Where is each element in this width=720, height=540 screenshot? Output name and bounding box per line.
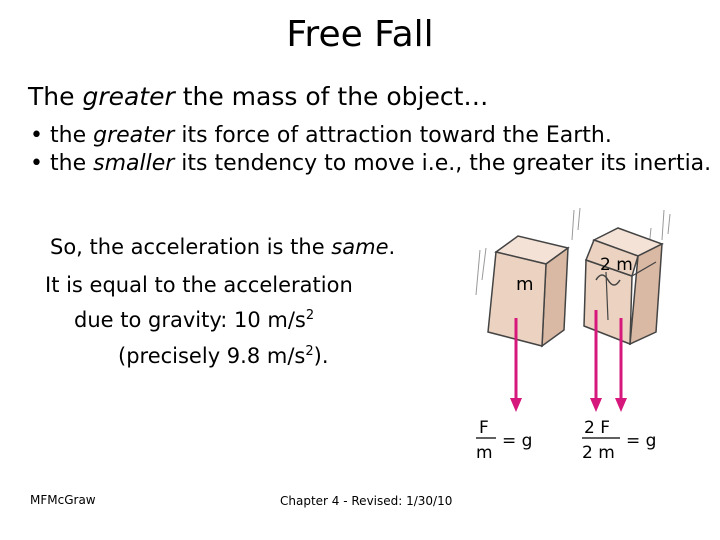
large-block-label: 2 m: [600, 255, 633, 275]
eq-left-rhs: = g: [502, 431, 532, 451]
bullet-suffix: its force of attraction toward the Earth…: [174, 123, 612, 148]
bullet-emphasis: greater: [93, 123, 175, 148]
conclusion-close: ).: [313, 344, 329, 368]
exponent: 2: [305, 344, 314, 359]
conclusion-precise-text: (precisely 9.8 m/s: [118, 344, 306, 368]
bullet-item-force: the greater its force of attraction towa…: [30, 122, 720, 150]
bullet-emphasis: smaller: [93, 151, 175, 176]
equation-left: F m = g: [476, 418, 532, 463]
conclusion-prefix: So, the acceleration is the: [50, 235, 332, 259]
bullet-prefix: the: [50, 123, 94, 148]
intro-suffix: the mass of the object…: [174, 82, 489, 111]
intro-prefix: The: [28, 82, 83, 111]
bullet-list: the greater its force of attraction towa…: [30, 122, 720, 178]
eq-right-rhs: = g: [626, 431, 656, 451]
eq-left-numerator: F: [479, 418, 489, 438]
force-arrows: [510, 310, 627, 412]
small-block: m: [487, 235, 570, 348]
eq-right-denominator: 2 m: [582, 443, 615, 463]
intro-emphasis: greater: [82, 82, 175, 111]
footer-chapter: Chapter 4 - Revised: 1/30/10: [280, 494, 453, 508]
eq-left-denominator: m: [476, 443, 493, 463]
conclusion-emphasis: same: [331, 235, 389, 259]
falling-blocks-figure: m 2 m F m = g 2 F 2 m = g: [475, 207, 671, 463]
eq-right-numerator: 2 F: [584, 418, 610, 438]
conclusion-line-4: (precisely 9.8 m/s2).: [118, 344, 329, 368]
equation-right: 2 F 2 m = g: [582, 418, 656, 463]
conclusion-gravity-text: due to gravity: 10 m/s: [74, 308, 306, 332]
bullet-prefix: the: [50, 151, 94, 176]
exponent: 2: [305, 308, 315, 323]
slide-title: Free Fall: [286, 14, 434, 55]
small-block-label: m: [516, 274, 534, 295]
conclusion-line-2: It is equal to the acceleration: [45, 273, 353, 297]
conclusion-suffix: .: [388, 235, 396, 259]
conclusion-line-1: So, the acceleration is the same.: [50, 235, 395, 259]
motion-lines: [475, 207, 671, 296]
conclusion-line-3: due to gravity: 10 m/s2: [74, 308, 314, 332]
intro-line: The greater the mass of the object…: [28, 82, 488, 111]
bullet-suffix: its tendency to move i.e., the greater i…: [174, 151, 712, 176]
footer-author: MFMcGraw: [30, 493, 96, 507]
bullet-item-inertia: the smaller its tendency to move i.e., t…: [30, 150, 720, 178]
